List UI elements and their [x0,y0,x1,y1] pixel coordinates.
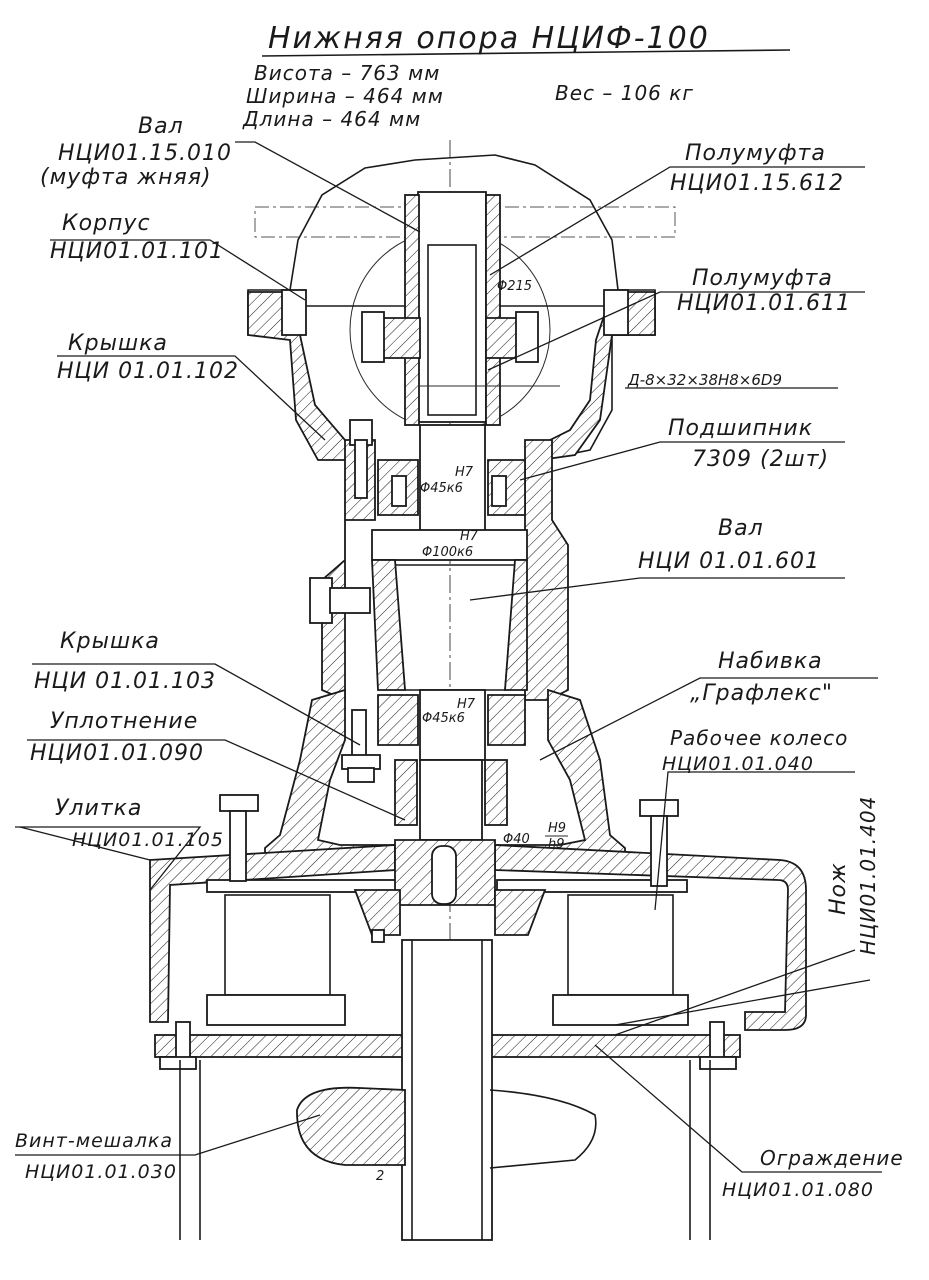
callout-cover-top-name: Крышка [68,331,168,356]
callout-knife-name: Нож [826,862,851,915]
callout-half-coupling-1-name: Полумуфта [685,141,826,166]
dim-d100: Φ100к6 [422,545,473,560]
dim-fit-d40-top: Н9 [548,821,566,836]
upper-shaft: Φ215 [361,191,560,426]
callout-shaft-main-name: Вал [718,516,764,541]
spec-weight: Вес – 106 кг [555,81,694,105]
leader-lines [15,141,882,1173]
spec-width: Ширина – 464 мм [246,84,444,108]
callout-half-coupling-2-code: НЦИ01.01.611 [677,291,851,316]
callout-mixer-screw-code: НЦИ01.01.030 [25,1161,177,1183]
callout-seal-code: НЦИ01.01.090 [30,741,204,766]
callout-impeller-code: НЦИ01.01.040 [662,753,814,775]
section-mark: 2 [376,1169,384,1184]
title-block: Нижняя опора НЦИФ-100 Висота – 763 мм Ши… [242,21,791,131]
drawing-title: Нижняя опора НЦИФ-100 [268,21,710,56]
dim-d45-top: Φ45к6 [420,481,463,496]
spec-height: Висота – 763 мм [254,61,440,85]
callout-half-coupling-2-name: Полумуфта [692,266,833,291]
spec-length: Длина – 464 мм [242,107,421,131]
callout-shaft-top-code: НЦИ01.15.010 [58,141,232,166]
dim-fit-top: Н7 [455,465,474,480]
callout-bearing-code: 7309 (2шт) [692,447,829,472]
callout-shaft-main-code: НЦИ 01.01.601 [638,549,820,574]
dim-d215: Φ215 [497,279,532,294]
dim-d45-bottom: Φ45к6 [422,711,465,726]
callout-volute-code: НЦИ01.01.105 [72,829,224,851]
callout-bearing-name: Подшипник [668,416,813,441]
base-plate: 2 [154,939,741,1241]
callout-spline: Д-8×32×38Н8×6D9 [627,371,782,389]
callout-impeller-name: Рабочее колесо [670,726,848,750]
callout-cover-bottom-code: НЦИ 01.01.103 [34,669,216,694]
callout-cover-top-code: НЦИ 01.01.102 [57,359,239,384]
dim-fit-mid: Н7 [460,529,479,544]
callout-housing-name: Корпус [62,211,151,236]
callout-half-coupling-1-code: НЦИ01.15.612 [670,171,844,196]
callout-knife-code: НЦИ01.01.404 [856,796,880,955]
callout-shaft-top-name: Вал [138,114,184,139]
callout-guard-name: Ограждение [760,1146,904,1170]
dim-fit-bottom: Н7 [457,697,476,712]
dim-d40: Φ40 [503,832,530,847]
callout-housing-code: НЦИ01.01.101 [50,239,224,264]
volute-casing [149,794,807,1031]
callout-packing-code: „Графлекс" [690,681,833,706]
callout-guard-code: НЦИ01.01.080 [722,1179,874,1201]
callout-volute-name: Улитка [55,796,142,821]
callout-shaft-top-note: (муфта жняя) [40,165,212,190]
callout-cover-bottom-name: Крышка [60,629,160,654]
callout-seal-name: Уплотнение [50,709,198,734]
bearing-housing: Н7 Φ45к6 Н7 Φ100к6 Н7 Φ45к6 [309,419,569,761]
callouts: Вал НЦИ01.15.010 (муфта жняя) Корпус НЦИ… [15,114,904,1201]
callout-packing-name: Набивка [718,649,823,674]
callout-mixer-screw-name: Винт-мешалка [15,1130,173,1152]
